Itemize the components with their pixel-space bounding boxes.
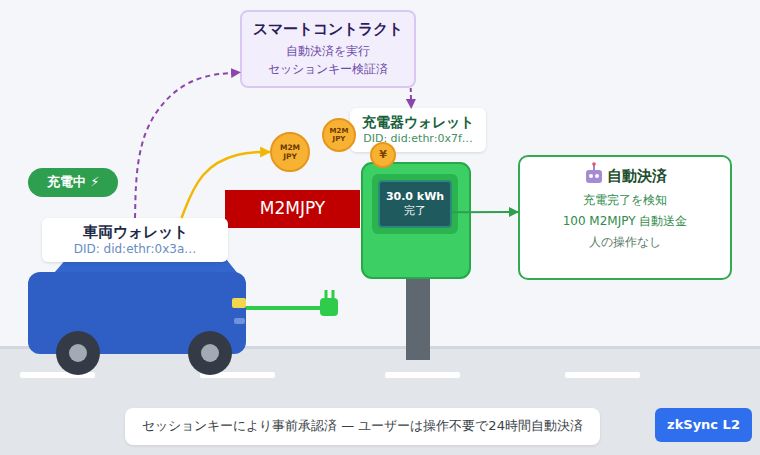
box-line: 100 M2MJPY 自動送金 (563, 211, 688, 232)
box-line: セッションキー検証済 (268, 60, 388, 78)
wallet-label: 車両ウォレットDID: did:ethr:0x3a… (42, 218, 228, 262)
lane-dash (200, 372, 275, 378)
wheel-hub (201, 344, 219, 362)
coin: M2M JPY (322, 118, 356, 152)
car-wheel (56, 331, 100, 375)
plug-prongs (326, 290, 333, 298)
screen-value: 30.0 kWh (386, 190, 444, 204)
charger-pole (406, 276, 430, 360)
robot-eye (589, 174, 593, 178)
car-headlight (232, 298, 246, 308)
robot-antenna (593, 165, 595, 170)
coin: ¥ (370, 142, 396, 168)
connector (182, 152, 271, 218)
car-bumper (234, 318, 245, 324)
coin-text: ¥ (379, 148, 387, 162)
lane-dash (565, 372, 640, 378)
box-line: 自動決済を実行 (286, 42, 370, 60)
robot-antenna-tip (592, 162, 596, 166)
contract-box: スマートコントラクト自動決済を実行セッションキー検証済 (240, 10, 416, 88)
robot-eye (595, 174, 599, 178)
network-badge: zkSync L2 (655, 408, 752, 442)
wheel-hub (69, 344, 87, 362)
token-text: M2MJPY (260, 198, 325, 219)
plug (320, 298, 338, 316)
wallet-title: 充電器ウォレット (362, 114, 474, 132)
payment-box: 自動決済充電完了を検知100 M2MJPY 自動送金人の操作なし (518, 155, 732, 280)
road-edge (0, 346, 760, 349)
box-line: 人の操作なし (589, 232, 661, 253)
connector (410, 88, 412, 108)
token-banner: M2MJPY (225, 190, 360, 228)
screen-status: 完了 (404, 204, 426, 218)
box-line: 充電完了を検知 (583, 190, 667, 211)
screen-frame (372, 174, 458, 234)
wallet-label: 充電器ウォレットDID: did:ethr:0x7f… (350, 108, 486, 152)
robot-head (586, 170, 602, 183)
wallet-did: DID: did:ethr:0x3a… (74, 242, 197, 257)
wallet-title: 車両ウォレット (83, 223, 188, 242)
car-body (28, 272, 246, 354)
lane-dash (385, 372, 460, 378)
charging-cable (246, 306, 322, 310)
lane-dash (20, 372, 95, 378)
box-title: 自動決済 (583, 167, 667, 186)
coin-text: M2M JPY (277, 143, 303, 161)
car-wheel (188, 331, 232, 375)
connector (135, 72, 240, 218)
badge-text: zkSync L2 (667, 417, 740, 433)
connector (452, 211, 518, 213)
status-text: 充電中 ⚡ (47, 174, 100, 190)
note-text: セッションキーにより事前承認済 — ユーザーは操作不要で24時間自動決済 (142, 418, 583, 434)
charger-screen: 30.0 kWh完了 (378, 180, 452, 228)
charger-body (362, 163, 470, 278)
road (0, 346, 760, 455)
status-pill: 充電中 ⚡ (28, 168, 118, 197)
box-title: スマートコントラクト (253, 20, 403, 39)
coin: M2M JPY (270, 132, 310, 172)
coin-text: M2M JPY (327, 127, 351, 143)
note-box: セッションキーにより事前承認済 — ユーザーは操作不要で24時間自動決済 (125, 408, 600, 445)
